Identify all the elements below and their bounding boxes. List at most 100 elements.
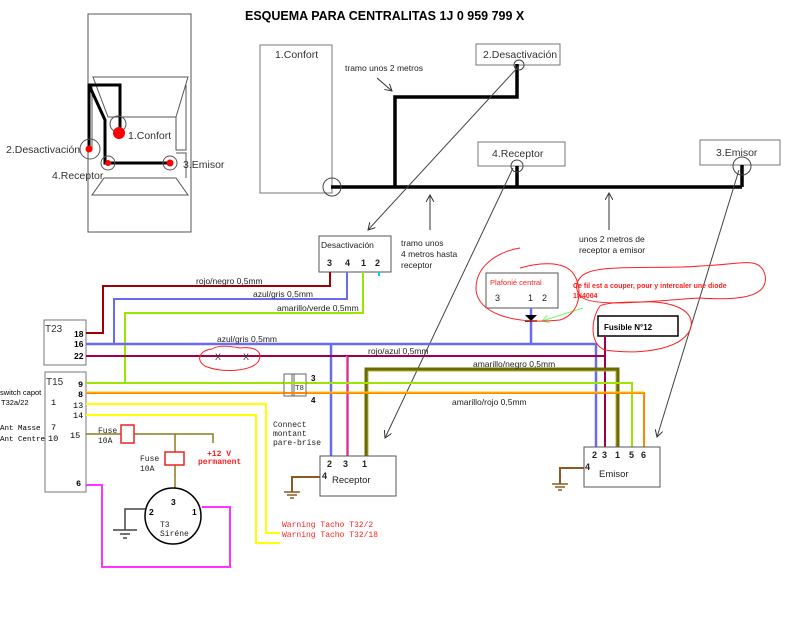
ground-icon [113,529,137,539]
wire-amarillo-verde [86,272,364,384]
connector-t15: T15 9 8 13 14 15 6 1 7 10 switch capot T… [0,371,87,493]
connector-fusible-box [597,315,679,337]
pin: 15 [70,431,80,441]
note-connect-1: Connect [273,421,307,430]
connector-emisor-label: Emisor [599,469,629,480]
wire-amarillo-rojo [86,392,645,456]
siren-label-t3: T3 [160,521,170,530]
block-confort-label: 1.Confort [275,49,318,61]
car-sketch: 1.Confort 2.Desactivación 4.Receptor 3.E… [6,13,225,233]
bus-node-confort [322,177,342,197]
connector-fusible: Fusible N°12 [597,315,679,337]
car-rear-window [91,177,189,196]
cut-annotation: Ce fil est a couper, pour y intercaler u… [475,247,766,353]
pin: 7 [51,423,56,433]
connector-plafonier-box [485,272,559,309]
note-cut-2: 1N4004 [573,293,598,300]
siren-body [144,487,202,545]
pin: 4 [322,471,327,481]
pin: 4 [345,258,350,268]
pin: 2 [542,293,547,303]
note-unos-2m-1: unos 2 metros de [579,234,645,244]
wire-label: azul/gris 0,5mm [253,289,313,299]
bus-node-emisor [732,156,752,176]
wire-amarillo-negro-highlight [367,370,617,456]
wire-ground-emisor [559,467,586,484]
pin: 10 [48,434,58,444]
connector-receptor: 2 3 1 4 Receptor [319,455,397,497]
diode-symbol [525,315,537,321]
connector-plafonier-label: Plafonié central [490,278,542,287]
pin: 3 [343,459,348,469]
cut-circle [199,345,261,371]
connector-t8-box [283,373,307,397]
pin: 1 [361,258,366,268]
ground-icon [552,483,568,491]
pin: 1 [362,459,367,469]
ground-symbols [113,483,568,539]
note-tramo-2m: tramo unos 2 metros [345,63,423,73]
wire-labels: rojo/negro 0,5mm azul/gris 0,5mm amarill… [196,276,555,407]
top-layout: 1.Confort 2.Desactivación 4.Receptor 3.E… [259,43,781,438]
connector-receptor-box [319,455,397,497]
wire-label: amarillo/rojo 0,5mm [452,397,527,407]
note-connect-2: montant [273,430,307,439]
note-cut-1: Ce fil est a couper, pour y intercaler u… [573,283,727,290]
car-node-receptor-ring [100,155,116,171]
wire-olive-fuse [86,433,214,493]
car-side-right [175,85,187,151]
pin: 3 [171,497,176,507]
pin: 3 [495,293,500,303]
pin: 14 [73,411,83,421]
note-tramo-4m-3: receptor [401,260,432,270]
pin: 6 [641,450,646,460]
cut-mark-x: X [243,352,249,362]
cut-marks: X X [199,345,261,371]
pin: 2 [375,258,380,268]
pin: 5 [629,450,634,460]
fuse-2-box [164,451,185,466]
car-node-emisor [166,159,174,167]
connector-t23-box [43,319,87,366]
car-wire-path [87,83,170,165]
side-label-t32a: T32a/22 [1,398,29,407]
note-connect-3: pare-brise [273,439,321,448]
car-door-line [176,152,187,178]
pin: 3 [602,450,607,460]
pin: 2 [149,507,154,517]
block-receptor [477,141,566,167]
warning-tacho-2: Warning Tacho T32/18 [282,531,378,540]
wire-yellow-13 [86,403,280,534]
note-plus12-1: +12 V [207,450,231,459]
fuse-2: Fuse 10A [140,451,185,474]
connector-plafonier: Plafonié central 3 1 2 [485,272,559,309]
fuse-1-box [120,424,135,444]
wire-magenta [86,484,231,568]
connector-desactivacion-label: Desactivación [321,240,374,250]
connector-desactivacion: Desactivación 3 4 1 2 [318,235,392,273]
pin: 3 [311,374,316,383]
note-plus12-2: permanent [198,458,241,467]
wire-amarillo-verde-emisor [86,382,633,456]
diode-pointer [542,307,584,321]
pin: 6 [76,479,81,489]
side-label-ant-masse: Ant Masse [0,425,41,433]
connector-desactivacion-box [318,235,392,273]
note-tramo-4m-2: 4 metros hasta [401,249,457,259]
pin: 4 [311,396,316,405]
pin: 1 [528,293,533,303]
pin: 9 [78,380,83,390]
scribble-fusible [592,301,692,353]
connector-fusible-label: Fusible N°12 [604,323,653,332]
wire-label: amarillo/negro 0,5mm [473,359,555,369]
wire-label: rojo/negro 0,5mm [196,276,263,286]
pin: 16 [74,339,84,349]
block-desactivacion-label: 2.Desactivación [483,49,557,61]
pointer-emisor [657,169,740,437]
connector-t8: T8 3 4 [283,373,316,405]
note-unos-2m-2: receptor a emisor [579,245,645,255]
siren-label: Siréne [160,530,189,539]
block-emisor [699,139,781,166]
bus-node-receptor [510,159,524,173]
